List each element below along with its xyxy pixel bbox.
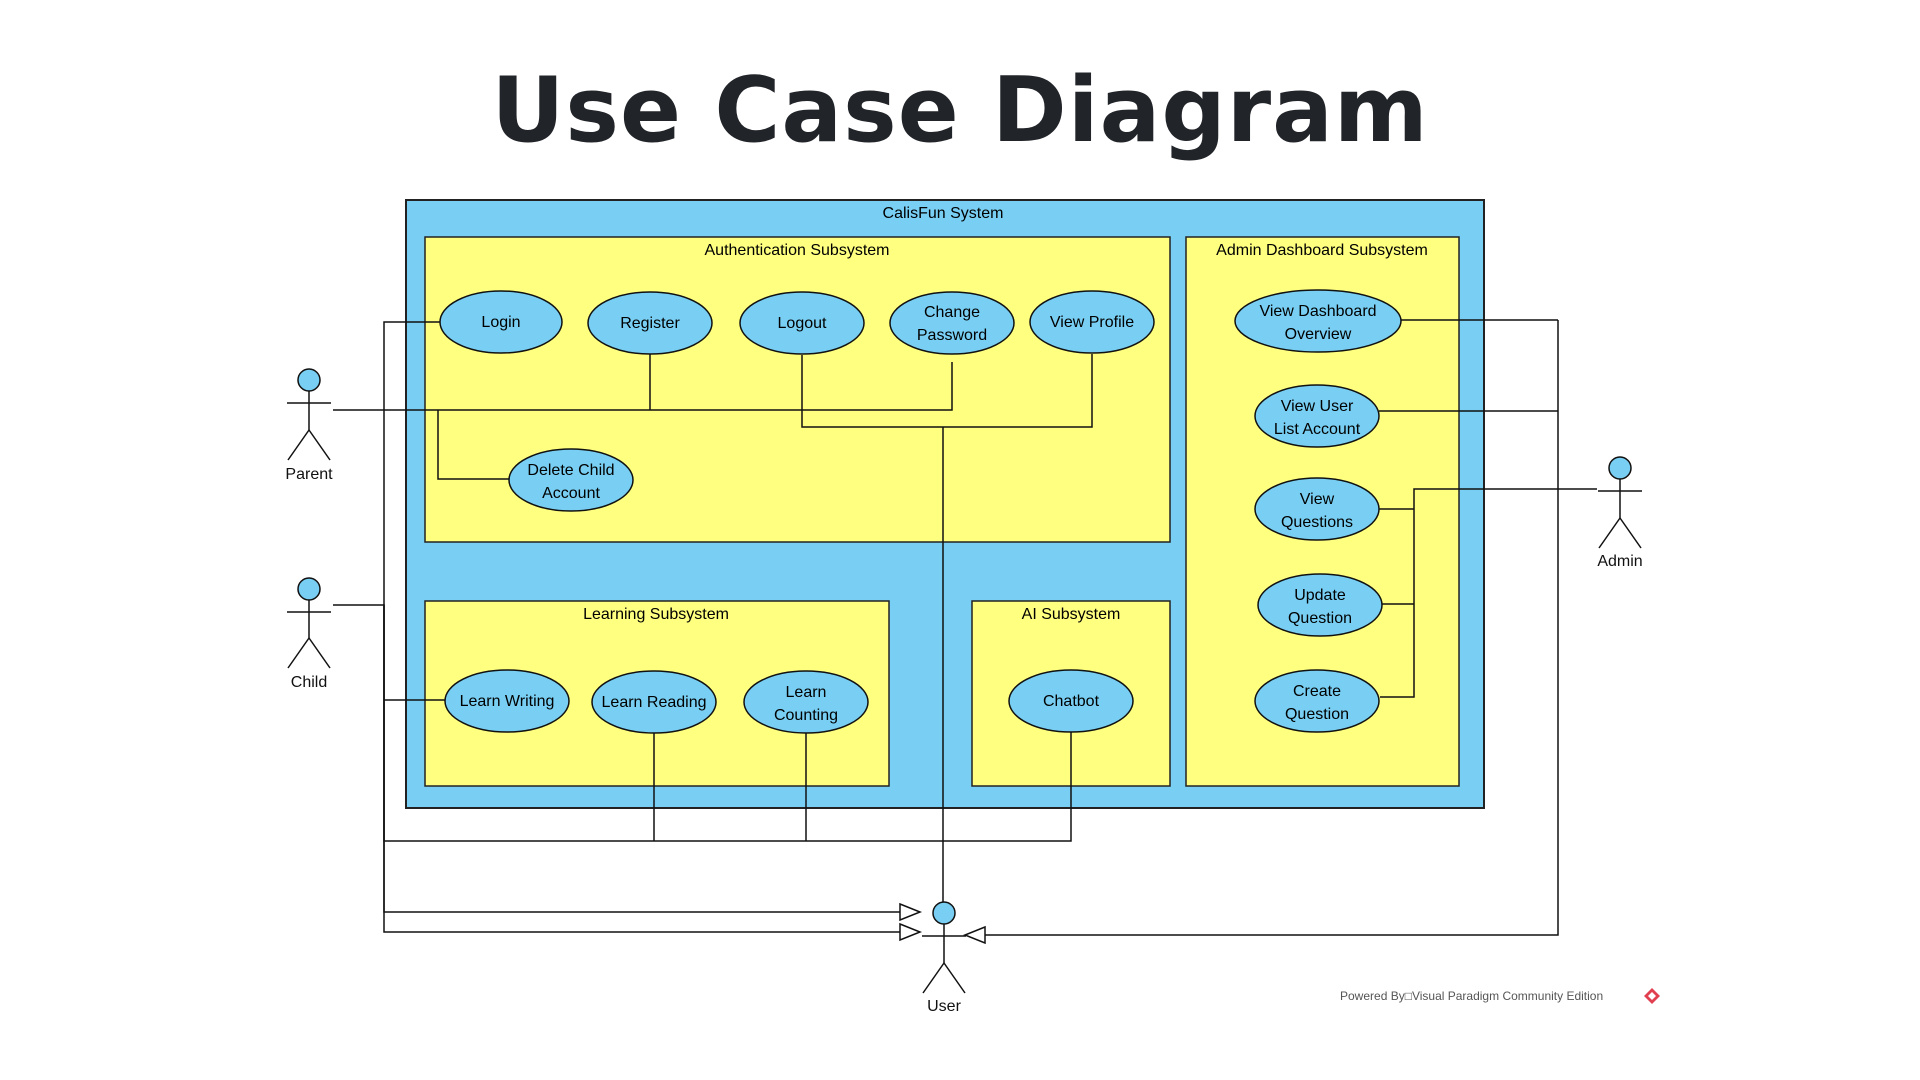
usecase-view-user-list-account[interactable]: View User List Account bbox=[1254, 384, 1380, 448]
generalization-arrow-admin bbox=[962, 925, 986, 945]
usecase-learn-counting-label-2: Counting bbox=[774, 707, 838, 724]
actor-user-label: User bbox=[927, 998, 961, 1015]
usecase-chatbot-label: Chatbot bbox=[1043, 693, 1100, 710]
usecase-login[interactable]: Login bbox=[439, 290, 563, 354]
association-lines bbox=[333, 319, 1597, 936]
usecase-learn-counting-label-1: Learn bbox=[786, 684, 827, 701]
usecase-view-dashboard-label-2: Overview bbox=[1285, 326, 1352, 343]
usecase-create-question-label-2: Question bbox=[1285, 706, 1349, 723]
usecase-view-questions-label-1: View bbox=[1300, 491, 1335, 508]
usecase-view-questions-label-2: Questions bbox=[1281, 514, 1353, 531]
usecase-delete-child-label-2: Account bbox=[542, 485, 600, 502]
usecase-view-dashboard-label-1: View Dashboard bbox=[1259, 303, 1376, 320]
subsystem-admin-dashboard-label: Admin Dashboard Subsystem bbox=[1216, 242, 1428, 259]
usecase-learn-counting[interactable]: Learn Counting bbox=[743, 670, 869, 734]
actor-user[interactable]: User bbox=[922, 901, 966, 1015]
usecase-delete-child-account[interactable]: Delete Child Account bbox=[508, 448, 634, 512]
usecase-learn-writing[interactable]: Learn Writing bbox=[444, 669, 570, 733]
parent-login-link bbox=[383, 321, 442, 410]
admin-questions-bus bbox=[1380, 488, 1597, 698]
powered-by-footer: Powered By□Visual Paradigm Community Edi… bbox=[1340, 989, 1604, 1003]
usecase-register[interactable]: Register bbox=[587, 291, 713, 355]
usecase-create-question-label-1: Create bbox=[1293, 683, 1341, 700]
actor-child-label: Child bbox=[291, 674, 327, 691]
usecase-view-user-list-label-1: View User bbox=[1281, 398, 1354, 415]
subsystem-authentication-label: Authentication Subsystem bbox=[705, 242, 890, 259]
usecase-change-password-label-2: Password bbox=[917, 327, 987, 344]
parent-delete-child-link bbox=[437, 410, 510, 480]
usecase-view-user-list-label-2: List Account bbox=[1274, 421, 1361, 438]
visual-paradigm-logo-icon bbox=[1644, 988, 1660, 1004]
parent-association-bus bbox=[333, 362, 953, 411]
usecase-learn-reading[interactable]: Learn Reading bbox=[591, 670, 717, 734]
usecase-learn-writing-label: Learn Writing bbox=[460, 693, 555, 710]
actor-child[interactable]: Child bbox=[287, 577, 331, 691]
system-label: CalisFun System bbox=[883, 205, 1004, 222]
usecase-change-password[interactable]: Change Password bbox=[889, 291, 1015, 355]
actor-parent-label: Parent bbox=[285, 466, 333, 483]
usecase-view-profile[interactable]: View Profile bbox=[1029, 290, 1155, 354]
user-center-link bbox=[801, 354, 1093, 428]
child-generalization-line bbox=[383, 605, 900, 933]
usecase-chatbot[interactable]: Chatbot bbox=[1008, 669, 1134, 733]
usecase-logout-label: Logout bbox=[778, 315, 827, 332]
usecase-delete-child-label-1: Delete Child bbox=[527, 462, 614, 479]
usecase-change-password-label-1: Change bbox=[924, 304, 980, 321]
usecase-learn-reading-label: Learn Reading bbox=[602, 694, 707, 711]
actor-parent[interactable]: Parent bbox=[285, 368, 333, 483]
subsystem-ai-label: AI Subsystem bbox=[1022, 606, 1121, 623]
generalization-arrow-parent bbox=[899, 902, 923, 922]
actor-admin[interactable]: Admin bbox=[1597, 456, 1643, 570]
usecase-logout[interactable]: Logout bbox=[739, 291, 865, 355]
usecase-view-dashboard-overview[interactable]: View Dashboard Overview bbox=[1234, 289, 1402, 353]
page-title: Use Case Diagram bbox=[491, 58, 1429, 163]
usecase-update-question[interactable]: Update Question bbox=[1257, 573, 1383, 637]
admin-generalization-line bbox=[985, 320, 1559, 936]
actor-admin-label: Admin bbox=[1597, 553, 1642, 570]
usecase-update-question-label-2: Question bbox=[1288, 610, 1352, 627]
usecase-view-questions[interactable]: View Questions bbox=[1254, 477, 1380, 541]
generalization-arrow-child bbox=[899, 922, 923, 942]
usecase-view-profile-label: View Profile bbox=[1050, 314, 1134, 331]
usecase-create-question[interactable]: Create Question bbox=[1254, 669, 1380, 733]
usecases: Login Register Logout Change Password Vi… bbox=[439, 289, 1402, 734]
usecase-update-question-label-1: Update bbox=[1294, 587, 1346, 604]
usecase-login-label: Login bbox=[481, 314, 520, 331]
subsystem-learning-label: Learning Subsystem bbox=[583, 606, 729, 623]
usecase-register-label: Register bbox=[620, 315, 680, 332]
